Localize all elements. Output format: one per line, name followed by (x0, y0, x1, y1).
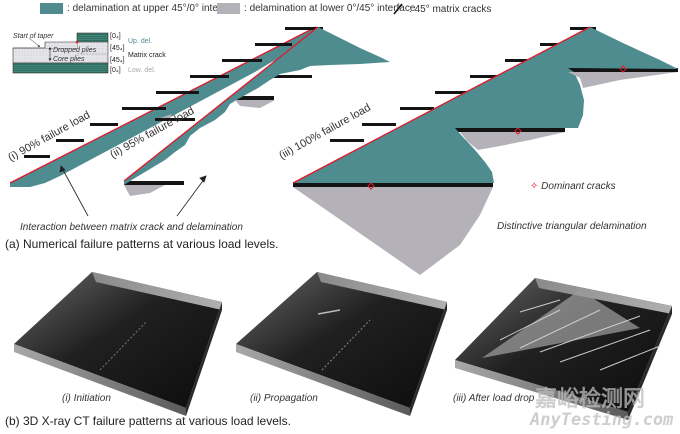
up-del-label: Up. del. (128, 38, 153, 45)
interaction-note: Interaction between matrix crack and del… (20, 222, 243, 233)
caption-a: (a) Numerical failure patterns at variou… (5, 237, 279, 251)
interaction-arrows (59, 165, 207, 217)
triangular-note: Distinctive triangular delamination (497, 221, 647, 232)
stage-label-propagation: (ii) Propagation (250, 393, 318, 404)
dominant-crack-markers (367, 65, 627, 190)
dropped-plies-label: Dropped plies (53, 47, 97, 54)
legend-lower-label: : delamination at lower 0°/45° interface (244, 3, 416, 14)
ct-images (14, 272, 672, 420)
pattern-95 (123, 26, 390, 196)
legend-upper: : delamination at upper 45°/0° interface (40, 3, 240, 14)
low-del-label: Low. del. (128, 67, 156, 74)
stage-label-after-load-drop: (iii) After load drop (453, 393, 535, 404)
gray-swatch (217, 3, 240, 14)
pattern-100 (292, 26, 678, 275)
ct-after-load-drop (455, 278, 672, 420)
legend: : delamination at upper 45°/0° interface… (0, 3, 680, 19)
dominant-crack-icon: ✧ (530, 181, 539, 192)
legend-lower: : delamination at lower 0°/45° interface (217, 3, 415, 14)
ply-0-top: [0₄] (110, 33, 121, 40)
ply-0-bottom: [0₄] (110, 67, 121, 74)
start-of-taper-label: Start of taper (13, 33, 54, 40)
crack-line-icon (393, 3, 403, 15)
legend-crack-label: : 45° matrix cracks (409, 3, 492, 15)
legend-upper-label: : delamination at upper 45°/0° interface (67, 3, 241, 14)
matrix-crack-label: Matrix crack (128, 52, 166, 59)
watermark-en: AnyTesting.com (530, 410, 674, 430)
stage-label-initiation: (i) Initiation (62, 393, 111, 404)
laminate-inset (12, 32, 109, 74)
numerical-diagram (9, 26, 678, 275)
ct-initiation (14, 272, 222, 416)
ply-45-b: [45₄] (110, 57, 125, 64)
ply-45-a: [45₄] (110, 45, 125, 52)
core-plies-label: Core plies (53, 56, 85, 63)
caption-b: (b) 3D X-ray CT failure patterns at vari… (5, 414, 291, 428)
legend-crack: : 45° matrix cracks (393, 3, 491, 15)
ct-propagation (236, 272, 447, 416)
dominant-cracks-label: ✧ Dominant cracks (530, 181, 616, 192)
watermark-cn: 嘉峪检测网 (535, 387, 646, 412)
teal-swatch (40, 3, 63, 14)
